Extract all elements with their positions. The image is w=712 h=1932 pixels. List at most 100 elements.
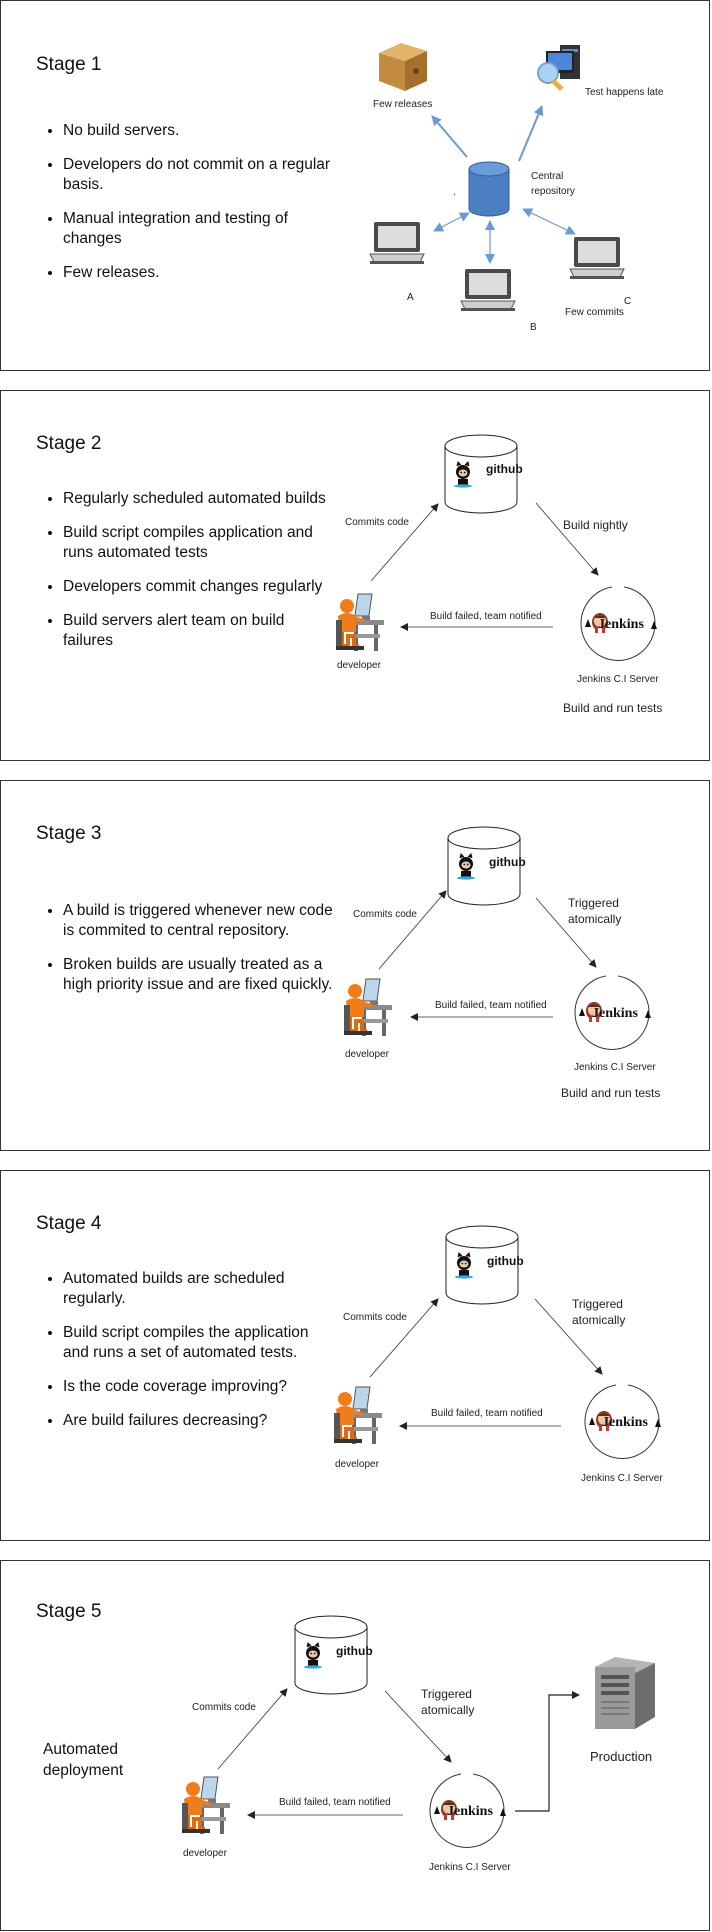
stage-1-diagram: Few releases Test happens late . Central…: [369, 43, 664, 333]
stage-5-panel: Stage 5 Automated deployment github Jenk…: [0, 1560, 710, 1931]
bullet-item: Manual integration and testing of change…: [63, 209, 333, 249]
arrow-to-test: [518, 105, 544, 162]
laptop-icon: [369, 221, 425, 265]
stage-4-diagram: github Jenkins Commits code Triggered at…: [332, 1225, 663, 1484]
developer-label: developer: [345, 1049, 390, 1060]
arrow-commit: [369, 1298, 439, 1378]
arrow-trigger: [384, 1690, 452, 1763]
laptop-label-c: C: [624, 296, 631, 307]
bullet-item: Regularly scheduled automated builds: [63, 489, 333, 509]
central-repository-label: repository: [531, 186, 575, 197]
stage-3-panel: Stage 3 A build is triggered whenever ne…: [0, 780, 710, 1151]
arrow-trigger: [534, 1298, 603, 1375]
arrow-trigger: [535, 897, 597, 968]
arrow-laptop-c: [522, 208, 576, 235]
github-logo-text: github: [489, 855, 526, 869]
stage-bullet-list: Automated builds are scheduled regularly…: [41, 1269, 333, 1445]
dot-label: .: [453, 187, 456, 198]
stage-1-panel: Stage 1 No build servers. Developers do …: [0, 0, 710, 371]
developer-workstation-icon: [334, 592, 386, 653]
commits-code-label: Commits code: [192, 1702, 256, 1713]
production-label: Production: [590, 1749, 652, 1764]
triggered-label: Triggered: [572, 1297, 623, 1311]
arrow-commit: [378, 890, 447, 970]
arrow-laptop-a: [433, 212, 470, 232]
stage-2-panel: Stage 2 Regularly scheduled automated bu…: [0, 390, 710, 761]
jenkins-logo-text: Jenkins: [447, 1804, 493, 1819]
github-logo-text: github: [487, 1254, 524, 1268]
jenkins-server-label: Jenkins C.I Server: [574, 1062, 656, 1073]
laptop-label-a: A: [407, 292, 414, 303]
arrow-to-releases: [431, 115, 468, 158]
bullet-item: A build is triggered whenever new code i…: [63, 901, 333, 941]
build-nightly-label: Build nightly: [563, 518, 628, 532]
bullet-item: Are build failures decreasing?: [63, 1411, 333, 1431]
jenkins-logo-text: Jenkins: [592, 1006, 638, 1021]
bullet-item: Build servers alert team on build failur…: [63, 611, 333, 651]
central-repository-label: Central: [531, 171, 563, 182]
computer-magnifier-icon: [537, 45, 580, 92]
build-failed-label: Build failed, team notified: [431, 1408, 543, 1419]
github-logo-text: github: [336, 1644, 373, 1658]
few-releases-label: Few releases: [373, 99, 432, 110]
commits-code-label: Commits code: [343, 1312, 407, 1323]
build-failed-label: Build failed, team notified: [430, 611, 542, 622]
build-failed-label: Build failed, team notified: [279, 1797, 391, 1808]
triggered-label: atomically: [568, 912, 621, 926]
developer-label: developer: [183, 1848, 228, 1859]
jenkins-server-label: Jenkins C.I Server: [581, 1473, 663, 1484]
commits-code-label: Commits code: [353, 909, 417, 920]
triggered-label: Triggered: [568, 896, 619, 910]
stage-5-diagram: github Jenkins Production Commits code T…: [180, 1615, 655, 1873]
bullet-item: Automated builds are scheduled regularly…: [63, 1269, 333, 1309]
stage-2-diagram: github Jenkins Commits code Build nightl…: [334, 434, 662, 715]
bullet-item: Is the code coverage improving?: [63, 1377, 333, 1397]
stage-title: Stage 4: [36, 1213, 102, 1234]
developer-workstation-icon: [342, 977, 394, 1038]
developer-workstation-icon: [180, 1775, 232, 1836]
bullet-item: Build script compiles application and ru…: [63, 523, 333, 563]
bullet-item: No build servers.: [63, 121, 333, 141]
arrow-commit: [370, 503, 439, 582]
box-icon: [379, 43, 427, 91]
arrow-commit: [217, 1688, 288, 1770]
few-commits-label: Few commits: [565, 307, 624, 318]
stage-3-diagram: github Jenkins Commits code Triggered at…: [342, 826, 660, 1100]
bullet-item: Broken builds are usually treated as a h…: [63, 955, 333, 995]
automated-deployment-line: Automated: [43, 1741, 118, 1758]
commits-code-label: Commits code: [345, 517, 409, 528]
bullet-item: Developers do not commit on a regular ba…: [63, 155, 333, 195]
build-run-tests-label: Build and run tests: [563, 701, 662, 715]
triggered-label: Triggered: [421, 1687, 472, 1701]
jenkins-server-label: Jenkins C.I Server: [429, 1862, 511, 1873]
bullet-item: Build script compiles the application an…: [63, 1323, 333, 1363]
test-happens-late-label: Test happens late: [585, 87, 664, 98]
stage-title: Stage 1: [36, 54, 102, 75]
jenkins-logo-text: Jenkins: [598, 617, 644, 632]
automated-deployment-label: Automated deployment: [43, 1739, 123, 1781]
developer-label: developer: [335, 1459, 380, 1470]
stage-title: Stage 5: [36, 1601, 102, 1622]
stage-title: Stage 2: [36, 433, 102, 454]
developer-label: developer: [337, 660, 382, 671]
jenkins-server-label: Jenkins C.I Server: [577, 674, 659, 685]
database-cylinder-icon: [468, 161, 510, 217]
arrow-build: [535, 502, 599, 576]
github-logo-text: github: [486, 462, 523, 476]
stage-4-panel: Stage 4 Automated builds are scheduled r…: [0, 1170, 710, 1541]
laptop-icon: [569, 236, 625, 280]
developer-workstation-icon: [332, 1385, 384, 1446]
bullet-item: Few releases.: [63, 263, 333, 283]
automated-deployment-line: deployment: [43, 1762, 124, 1779]
build-failed-label: Build failed, team notified: [435, 1000, 547, 1011]
triggered-label: atomically: [421, 1703, 474, 1717]
bullet-item: Developers commit changes regularly: [63, 577, 333, 597]
stage-bullet-list: No build servers. Developers do not comm…: [41, 121, 333, 297]
build-run-tests-label: Build and run tests: [561, 1086, 660, 1100]
arrow-deploy: [515, 1691, 580, 1812]
jenkins-logo-text: Jenkins: [602, 1415, 648, 1430]
laptop-label-b: B: [530, 322, 537, 333]
stage-bullet-list: A build is triggered whenever new code i…: [41, 901, 333, 1009]
laptop-icon: [460, 268, 516, 312]
stage-bullet-list: Regularly scheduled automated builds Bui…: [41, 489, 333, 665]
